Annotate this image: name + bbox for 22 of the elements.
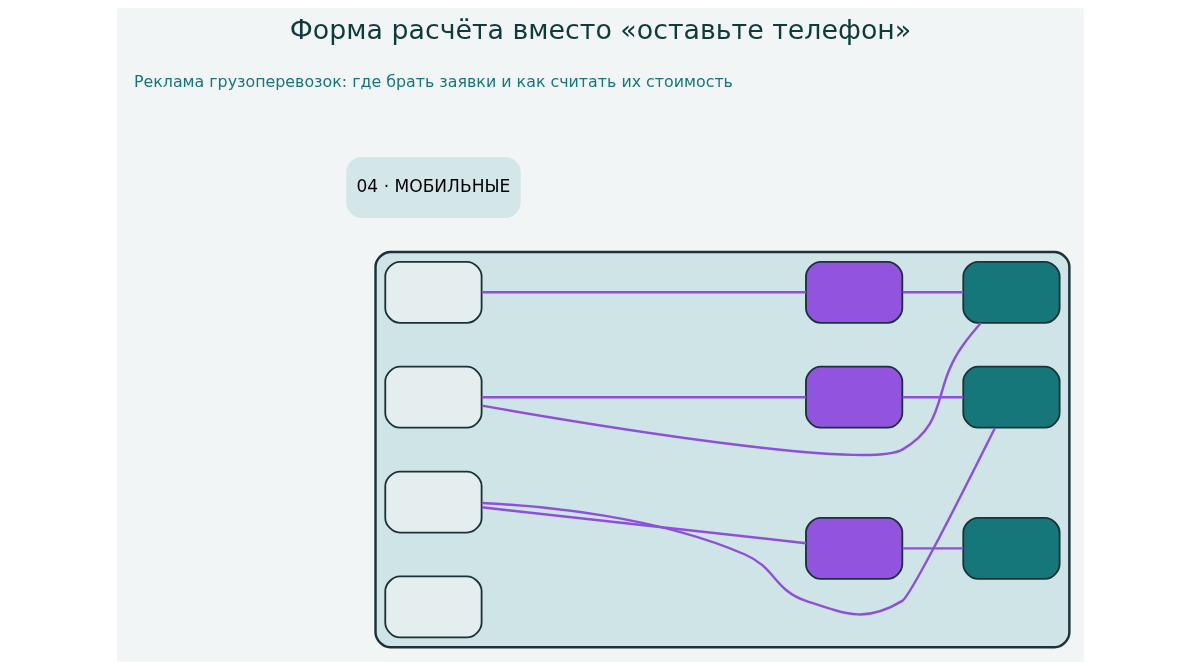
connector [481, 506, 806, 545]
node-box [961, 260, 1061, 324]
cluster [373, 250, 1071, 649]
connector [902, 395, 963, 399]
connector [481, 291, 806, 294]
connector [481, 322, 982, 457]
node-box [961, 365, 1061, 429]
node-box [961, 517, 1061, 580]
caption: Реклама грузоперевозок: где брать заявки и как считать их стоимость [133, 71, 733, 91]
node-box [804, 260, 903, 324]
node-box [804, 365, 903, 429]
connector [902, 291, 963, 294]
node-box [383, 365, 483, 429]
node-box [804, 517, 903, 580]
connector [481, 427, 996, 616]
connector [902, 547, 963, 550]
node-box [383, 575, 483, 639]
diagram-title: Форма расчёта вместо «оставьте телефон» [289, 14, 911, 46]
label: 04 · МОБИЛЬНЫЕ [356, 175, 510, 196]
connector [481, 395, 806, 399]
node-box [383, 260, 483, 324]
node-box [383, 470, 483, 534]
